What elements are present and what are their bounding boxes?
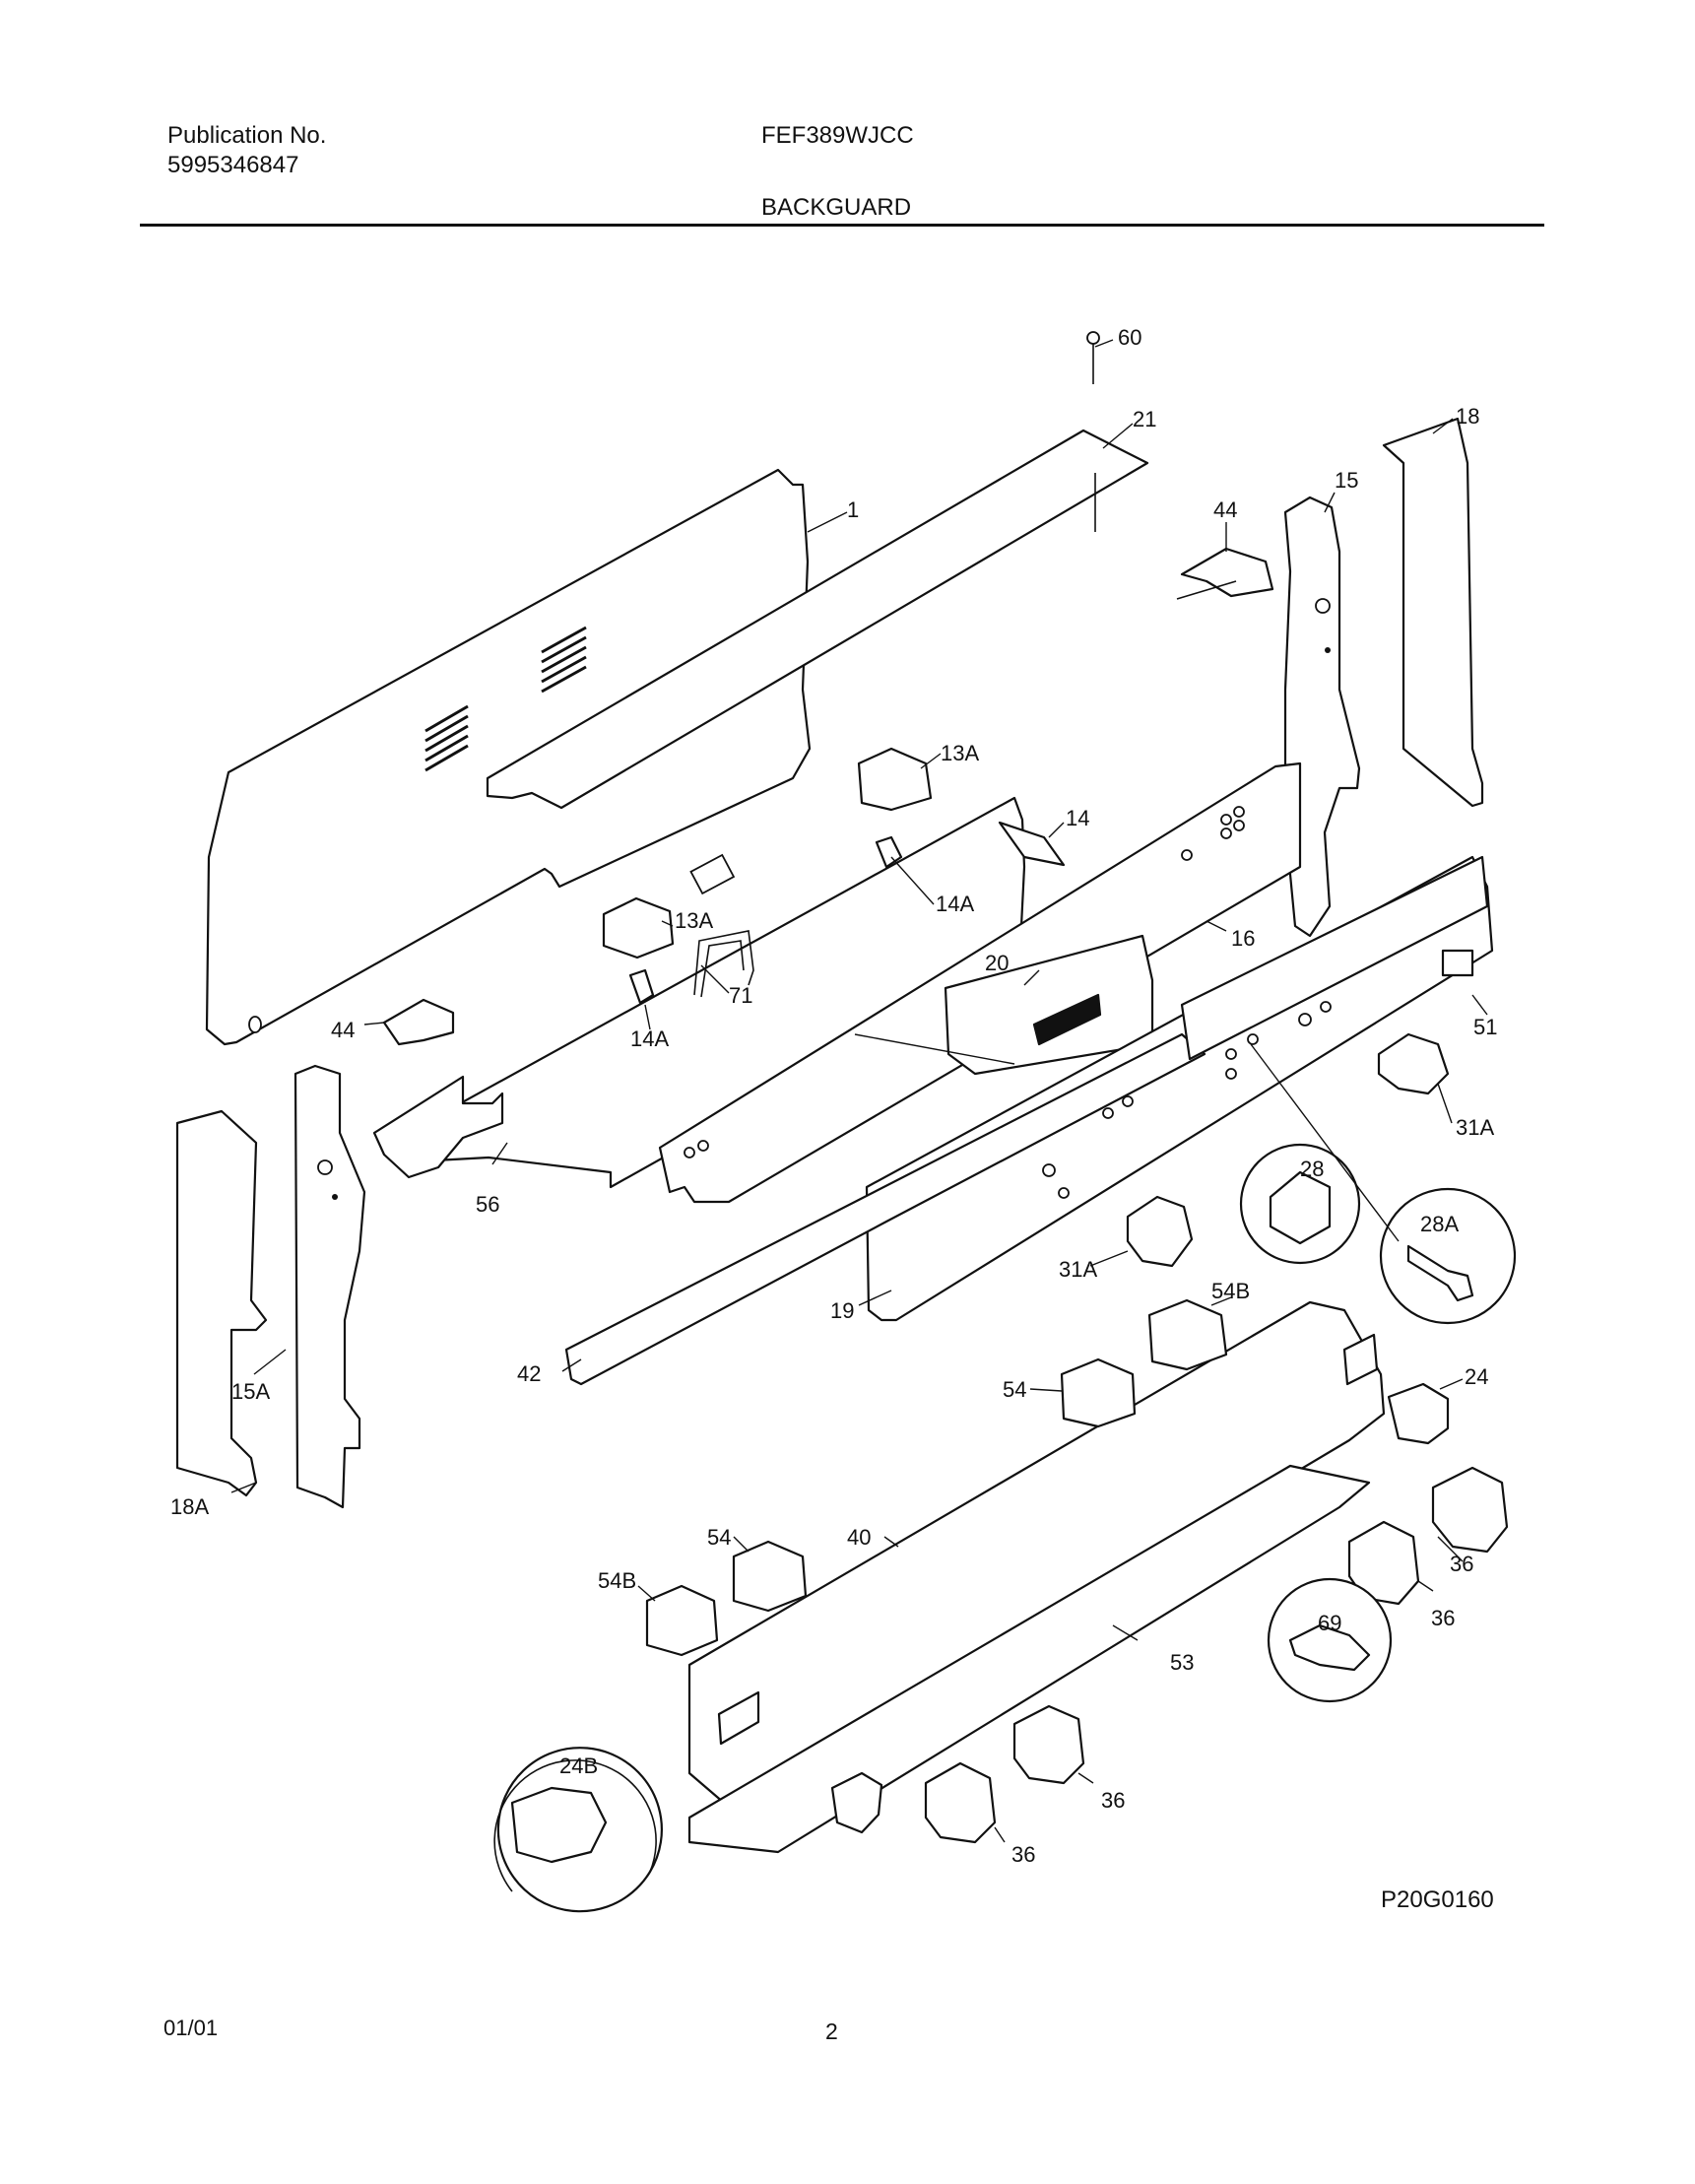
infinite-switch-54-upper bbox=[1060, 1357, 1137, 1428]
left-side-bracket bbox=[293, 1064, 366, 1509]
detail-circle-28a bbox=[1379, 1187, 1517, 1325]
callout-71: 71 bbox=[729, 983, 752, 1008]
right-side-bracket bbox=[1283, 496, 1361, 938]
infinite-switch-54-lower bbox=[732, 1540, 808, 1613]
page-number: 2 bbox=[825, 2019, 838, 2044]
callout-60: 60 bbox=[1118, 325, 1141, 350]
part-callouts: 60 21 18 1 44 15 13A 14 14A 13A 16 20 71… bbox=[170, 325, 1497, 1867]
control-bracket-right bbox=[1176, 547, 1274, 600]
left-end-cap bbox=[175, 1109, 268, 1497]
callout-44-left: 44 bbox=[331, 1018, 355, 1042]
publication-label: Publication No. bbox=[167, 122, 327, 149]
knob-36-c bbox=[1012, 1704, 1085, 1785]
callout-54-upper: 54 bbox=[1003, 1377, 1026, 1402]
section-title: BACKGUARD bbox=[761, 194, 912, 221]
callout-36-c: 36 bbox=[1101, 1788, 1125, 1813]
switch-bracket-upper bbox=[857, 747, 933, 812]
callout-54b-upper: 54B bbox=[1211, 1279, 1250, 1303]
callout-42: 42 bbox=[517, 1361, 541, 1386]
callout-36-b: 36 bbox=[1431, 1606, 1455, 1630]
knob-36-b bbox=[1347, 1520, 1420, 1606]
infinite-switch-54b-lower bbox=[645, 1584, 719, 1657]
callout-53: 53 bbox=[1170, 1650, 1194, 1675]
callout-15a: 15A bbox=[231, 1379, 270, 1404]
callout-14a-lower: 14A bbox=[630, 1026, 669, 1051]
heat-shield bbox=[687, 1464, 1371, 1854]
callout-31a-upper: 31A bbox=[1456, 1115, 1494, 1140]
callout-20: 20 bbox=[985, 951, 1009, 975]
callout-13a-lower: 13A bbox=[675, 908, 713, 933]
knob-31a-lower bbox=[1126, 1195, 1194, 1268]
model-number: FEF389WJCC bbox=[761, 122, 914, 149]
drawing-code: P20G0160 bbox=[1381, 1886, 1494, 1913]
callout-54-lower: 54 bbox=[707, 1525, 731, 1550]
detail-circle-69 bbox=[1267, 1577, 1393, 1703]
callout-13a-upper: 13A bbox=[941, 741, 979, 765]
publication-number: 5995346847 bbox=[167, 152, 299, 178]
callout-14: 14 bbox=[1066, 806, 1089, 830]
callout-18a: 18A bbox=[170, 1494, 209, 1519]
infinite-switch-54b-upper bbox=[1147, 1298, 1228, 1371]
header-divider bbox=[140, 224, 1544, 227]
callout-19: 19 bbox=[830, 1298, 854, 1323]
callout-36-d: 36 bbox=[1011, 1842, 1035, 1867]
leader-lines bbox=[230, 339, 1488, 1843]
switch-clip bbox=[998, 821, 1066, 867]
callout-51: 51 bbox=[1473, 1015, 1497, 1039]
knob-24 bbox=[1387, 1382, 1450, 1445]
control-bracket-left bbox=[382, 998, 455, 1046]
switch-bracket-lower bbox=[602, 896, 675, 960]
lower-trim-strip bbox=[564, 1032, 1206, 1386]
callout-44-right: 44 bbox=[1213, 497, 1237, 522]
callout-1: 1 bbox=[847, 497, 859, 522]
callout-24: 24 bbox=[1465, 1364, 1488, 1389]
callout-28: 28 bbox=[1300, 1157, 1324, 1181]
callout-18: 18 bbox=[1456, 404, 1479, 429]
wire-loop bbox=[693, 930, 754, 998]
knob-36-d bbox=[924, 1761, 997, 1844]
burner-control-panel bbox=[687, 1300, 1386, 1805]
callout-15: 15 bbox=[1335, 468, 1358, 493]
small-clip-14a bbox=[628, 835, 903, 1005]
callout-36-a: 36 bbox=[1450, 1552, 1473, 1576]
revision-date: 01/01 bbox=[163, 2016, 219, 2040]
callout-69: 69 bbox=[1318, 1611, 1341, 1635]
callout-21: 21 bbox=[1133, 407, 1156, 431]
callout-28a: 28A bbox=[1420, 1212, 1459, 1236]
callout-16: 16 bbox=[1231, 926, 1255, 951]
detail-circle-28 bbox=[1239, 1143, 1361, 1265]
knob-36-a bbox=[1431, 1466, 1509, 1554]
callout-14a-upper: 14A bbox=[936, 892, 974, 916]
detail-circle-24b bbox=[493, 1747, 663, 1913]
top-trim-strip bbox=[486, 429, 1149, 810]
callout-31a-lower: 31A bbox=[1059, 1257, 1097, 1282]
inner-backguard-panel bbox=[372, 796, 1026, 1189]
knob-24-lower bbox=[830, 1771, 883, 1834]
callout-56: 56 bbox=[476, 1192, 499, 1217]
callout-40: 40 bbox=[847, 1525, 871, 1550]
right-end-cap bbox=[1382, 417, 1484, 808]
rear-cover-panel bbox=[205, 468, 812, 1046]
rear-cover-right bbox=[1180, 855, 1489, 1061]
knob-31a-upper bbox=[1377, 1032, 1450, 1095]
callout-24b: 24B bbox=[559, 1754, 598, 1778]
screw bbox=[1086, 331, 1100, 384]
callout-54b-lower: 54B bbox=[598, 1568, 636, 1593]
